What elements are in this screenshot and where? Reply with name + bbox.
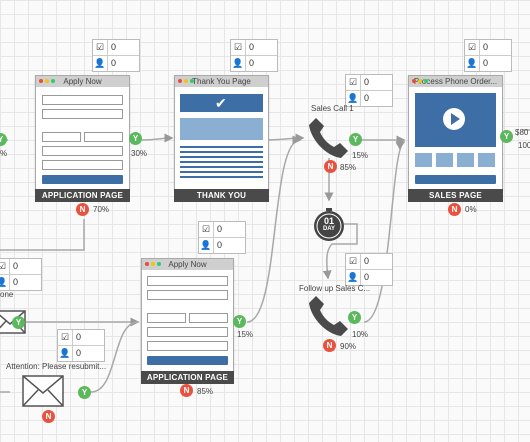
conversion-rate: 10% bbox=[352, 330, 369, 339]
no-badge: N bbox=[42, 410, 55, 423]
delay-days: 01 bbox=[323, 216, 334, 226]
stats-box: ☑0 👤0 bbox=[345, 253, 393, 286]
revenue-label: 100 bbox=[518, 141, 530, 150]
conversion-rate: 30% bbox=[131, 149, 148, 158]
checkbox-icon: ☑ bbox=[348, 256, 358, 266]
checkbox-icon: ☑ bbox=[95, 42, 105, 52]
checkbox-icon: ☑ bbox=[233, 42, 243, 52]
conversion-rate: 0% bbox=[465, 205, 477, 214]
play-icon bbox=[443, 108, 465, 130]
delay-timer-icon[interactable] bbox=[313, 208, 345, 242]
stats-box: ☑0 👤0 bbox=[230, 39, 278, 72]
conversion-rate: 15% bbox=[352, 151, 369, 160]
sales-call-label: Sales Call 1 bbox=[311, 104, 354, 113]
page-type-label: APPLICATION PAGE bbox=[35, 189, 130, 202]
email-icon[interactable] bbox=[22, 373, 64, 409]
stats-box: ☑0 👤0 bbox=[464, 39, 512, 72]
page-type-label: APPLICATION PAGE bbox=[141, 371, 234, 384]
person-icon: 👤 bbox=[466, 58, 478, 68]
yes-badge: Y bbox=[12, 316, 25, 329]
conversion-rate: 15% bbox=[237, 330, 254, 339]
no-badge: N bbox=[324, 160, 337, 173]
phone-icon[interactable] bbox=[308, 294, 350, 338]
submit-button-preview bbox=[42, 175, 123, 184]
checkbox-icon: ☑ bbox=[0, 261, 7, 271]
no-badge: N bbox=[323, 339, 336, 352]
conversion-rate: 70% bbox=[93, 205, 110, 214]
page-type-label: THANK YOU bbox=[174, 189, 269, 202]
no-badge: N bbox=[76, 203, 89, 216]
application-page-card[interactable]: Apply Now APPLICATION PAGE bbox=[141, 258, 234, 384]
no-badge: N bbox=[448, 203, 461, 216]
checkbox-icon: ☑ bbox=[60, 332, 70, 342]
phone-icon[interactable] bbox=[308, 116, 350, 160]
yes-badge: Y bbox=[0, 133, 7, 146]
yes-badge: Y bbox=[348, 311, 361, 324]
person-icon: 👤 bbox=[200, 240, 212, 250]
sales-page-card[interactable]: Process Phone Order... SALES PAGE bbox=[408, 75, 503, 202]
stats-box: ☑0 👤0 bbox=[345, 74, 393, 107]
person-icon: 👤 bbox=[59, 348, 71, 358]
yes-badge: Y bbox=[349, 133, 362, 146]
conversion-rate: 85% bbox=[340, 163, 357, 172]
stats-box: ☑0 👤0 bbox=[57, 329, 105, 362]
email-label: one bbox=[0, 290, 14, 299]
yes-badge: Y bbox=[129, 132, 142, 145]
checkbox-icon: ☑ bbox=[348, 77, 358, 87]
stats-box: ☑0 👤0 bbox=[0, 258, 42, 291]
person-icon: 👤 bbox=[347, 93, 359, 103]
person-icon: 👤 bbox=[0, 277, 8, 287]
checkmark-icon: ✔ bbox=[215, 95, 227, 111]
email-label: Attention: Please resubmit... bbox=[6, 362, 107, 371]
person-icon: 👤 bbox=[232, 58, 244, 68]
yes-badge: Y bbox=[233, 315, 246, 328]
application-page-card[interactable]: Apply Now APPLICATION PAGE bbox=[35, 75, 130, 202]
follow-up-label: Follow up Sales C... bbox=[299, 284, 371, 293]
conversion-rate: 85% bbox=[197, 387, 214, 396]
person-icon: 👤 bbox=[347, 272, 359, 282]
checkbox-icon: ☑ bbox=[201, 224, 211, 234]
person-icon: 👤 bbox=[94, 58, 106, 68]
revenue-label: $80 bbox=[515, 128, 529, 137]
stats-box: ☑0 👤0 bbox=[198, 221, 246, 254]
yes-badge: Y bbox=[78, 386, 91, 399]
yes-badge: Y bbox=[500, 130, 513, 143]
no-badge: N bbox=[180, 384, 193, 397]
thank-you-page-card[interactable]: Thank You Page ✔ THANK YOU bbox=[174, 75, 269, 202]
stats-box: ☑0 👤0 bbox=[92, 39, 140, 72]
conversion-rate: 90% bbox=[340, 342, 357, 351]
delay-unit: DAY bbox=[322, 226, 336, 232]
checkbox-icon: ☑ bbox=[467, 42, 477, 52]
page-type-label: SALES PAGE bbox=[408, 189, 503, 202]
